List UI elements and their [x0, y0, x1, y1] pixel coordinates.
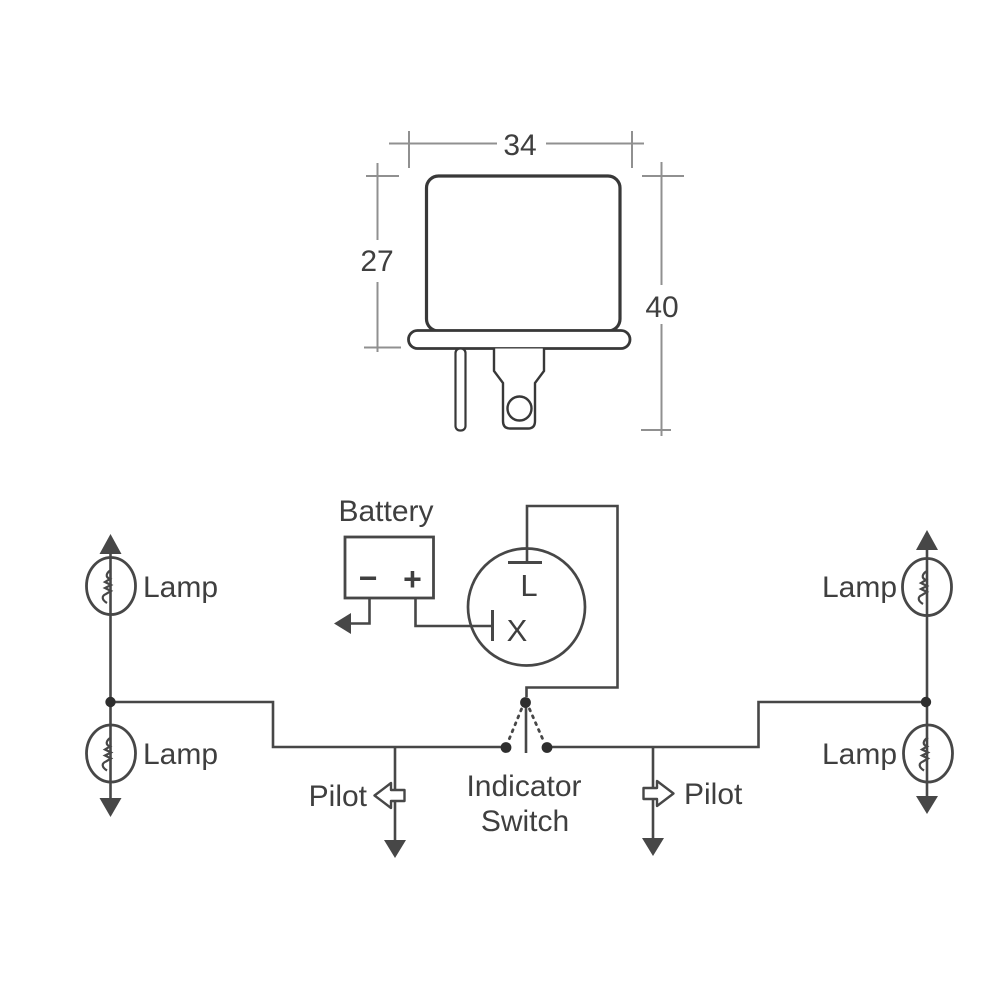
lamp-symbol [902, 723, 954, 784]
pilot-arrow-right-icon [642, 779, 675, 808]
lamp-filament-icon [918, 736, 931, 772]
lamp-label: Lamp [822, 738, 897, 771]
dim-total-height-value: 40 [645, 291, 678, 324]
switch-dashed-left [506, 707, 523, 744]
left-lamp-branch: Lamp Lamp [85, 534, 218, 817]
lamp-filament-icon [101, 736, 114, 772]
lamp-filament-icon [101, 569, 114, 604]
arrow-down-icon [642, 838, 664, 856]
terminal-X-label: X [507, 613, 528, 648]
circuit-diagram: Lamp Lamp Lamp Lamp Battery − + [85, 495, 954, 858]
pilot-arrow-left-icon [373, 781, 406, 810]
flasher-unit: L X [466, 504, 619, 697]
lamp-filament-icon [917, 570, 930, 605]
junction-dot [105, 696, 116, 708]
relay-blade-hole [506, 395, 533, 422]
dim-width-value: 34 [503, 129, 536, 162]
wire-battery-negative [350, 598, 371, 625]
dim-body-height-value: 27 [360, 245, 393, 278]
battery-positive-terminal: + [403, 561, 422, 597]
indicator-switch-label-line1: Indicator [466, 770, 581, 803]
terminal-L-label: L [520, 568, 537, 603]
flasher-circle [466, 547, 587, 667]
battery: Battery − + [334, 495, 491, 634]
arrow-up-icon [99, 534, 122, 554]
right-pilot-branch: Pilot [642, 747, 743, 856]
lamp-symbol [85, 556, 137, 616]
pilot-label: Pilot [309, 780, 368, 813]
junction-dot [920, 696, 932, 708]
relay-technical-drawing: 34 27 40 [360, 129, 684, 436]
switch-dashed-right [528, 707, 546, 744]
indicator-switch: Indicator Switch [466, 697, 582, 838]
lamp-label: Lamp [822, 571, 897, 604]
left-pilot-branch: Pilot [309, 747, 406, 858]
relay-flange [407, 329, 632, 350]
switch-common-dot [520, 697, 531, 708]
battery-label: Battery [338, 495, 433, 528]
lamp-label: Lamp [143, 738, 218, 771]
wire-battery-positive [414, 598, 491, 628]
wire-flasher-loop [525, 504, 619, 697]
lamp-symbol [901, 557, 953, 617]
battery-negative-terminal: − [359, 560, 378, 596]
right-lamp-branch: Lamp Lamp [822, 530, 954, 814]
arrow-down-icon [99, 798, 122, 817]
wire-left-bus [110, 700, 506, 749]
dimension-lines [364, 131, 684, 436]
relay-pin-terminal [454, 347, 467, 432]
relay-blade-terminal [492, 348, 546, 430]
arrow-down-icon [384, 840, 406, 858]
arrow-up-icon [916, 530, 938, 550]
lamp-symbol [85, 723, 137, 784]
arrow-left-icon [334, 613, 351, 634]
indicator-switch-label-line2: Switch [481, 805, 569, 838]
relay-body [424, 174, 622, 333]
lamp-label: Lamp [143, 571, 218, 604]
switch-contact-dot [541, 742, 553, 753]
arrow-down-icon [916, 796, 938, 814]
pilot-label: Pilot [684, 778, 743, 811]
battery-box [343, 535, 435, 600]
switch-contact-dot [500, 742, 512, 753]
